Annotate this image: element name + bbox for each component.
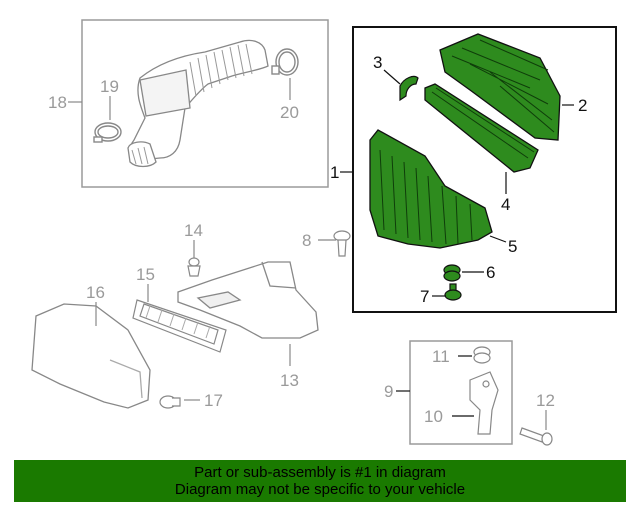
bolt-17 [159, 395, 181, 409]
callout-1: 1 [330, 163, 339, 182]
callout-3: 3 [373, 53, 382, 72]
callout-11: 11 [432, 347, 450, 366]
duct-frame-15 [132, 299, 227, 353]
notice-line-2: Diagram may not be specific to your vehi… [174, 481, 466, 498]
callout-8: 8 [302, 231, 311, 250]
bolt-12 [519, 427, 553, 446]
group-box-intake-hose [81, 19, 329, 188]
callout-14: 14 [184, 221, 203, 240]
callout-9: 9 [384, 382, 393, 401]
callout-15: 15 [136, 265, 155, 284]
grommet-6 [443, 264, 461, 282]
push-clip-8 [333, 230, 351, 257]
nut-11 [473, 346, 491, 364]
intake-hose-illustration [127, 39, 269, 168]
callout-19: 19 [100, 77, 119, 96]
callout-16: 16 [86, 283, 105, 302]
callout-13: 13 [280, 371, 299, 390]
hose-clamp-20 [271, 48, 299, 76]
callout-18: 18 [48, 93, 67, 112]
leader-lines-gray [68, 78, 547, 430]
bolt-7 [444, 283, 462, 301]
hose-clamp-19 [93, 122, 122, 143]
air-filter-element-4 [424, 83, 539, 173]
push-clip-14 [187, 257, 201, 277]
notice-line-1: Part or sub-assembly is #1 in diagram [194, 464, 446, 481]
air-cleaner-cover-2 [439, 33, 561, 141]
callout-7: 7 [420, 287, 429, 306]
callout-6: 6 [486, 263, 495, 282]
group-box-air-cleaner [352, 26, 617, 313]
callout-4: 4 [501, 195, 510, 214]
splash-shield-16 [31, 303, 151, 409]
leader-lines [340, 69, 574, 417]
callout-10: 10 [424, 407, 443, 426]
air-intake-duct-13 [177, 261, 319, 339]
callout-20: 20 [280, 103, 299, 122]
bracket-10 [469, 371, 499, 435]
diagram-notice-banner: Part or sub-assembly is #1 in diagram Di… [14, 460, 626, 502]
hose-clip-3 [399, 75, 419, 102]
callout-17: 17 [204, 391, 223, 410]
air-cleaner-body-5 [369, 129, 493, 249]
callout-12: 12 [536, 391, 555, 410]
callout-5: 5 [508, 237, 517, 256]
group-box-bracket [409, 340, 513, 445]
parts-diagram: 1 2 3 4 5 6 7 8 9 10 11 12 13 14 15 16 1… [31, 19, 617, 446]
callout-2: 2 [578, 96, 587, 115]
